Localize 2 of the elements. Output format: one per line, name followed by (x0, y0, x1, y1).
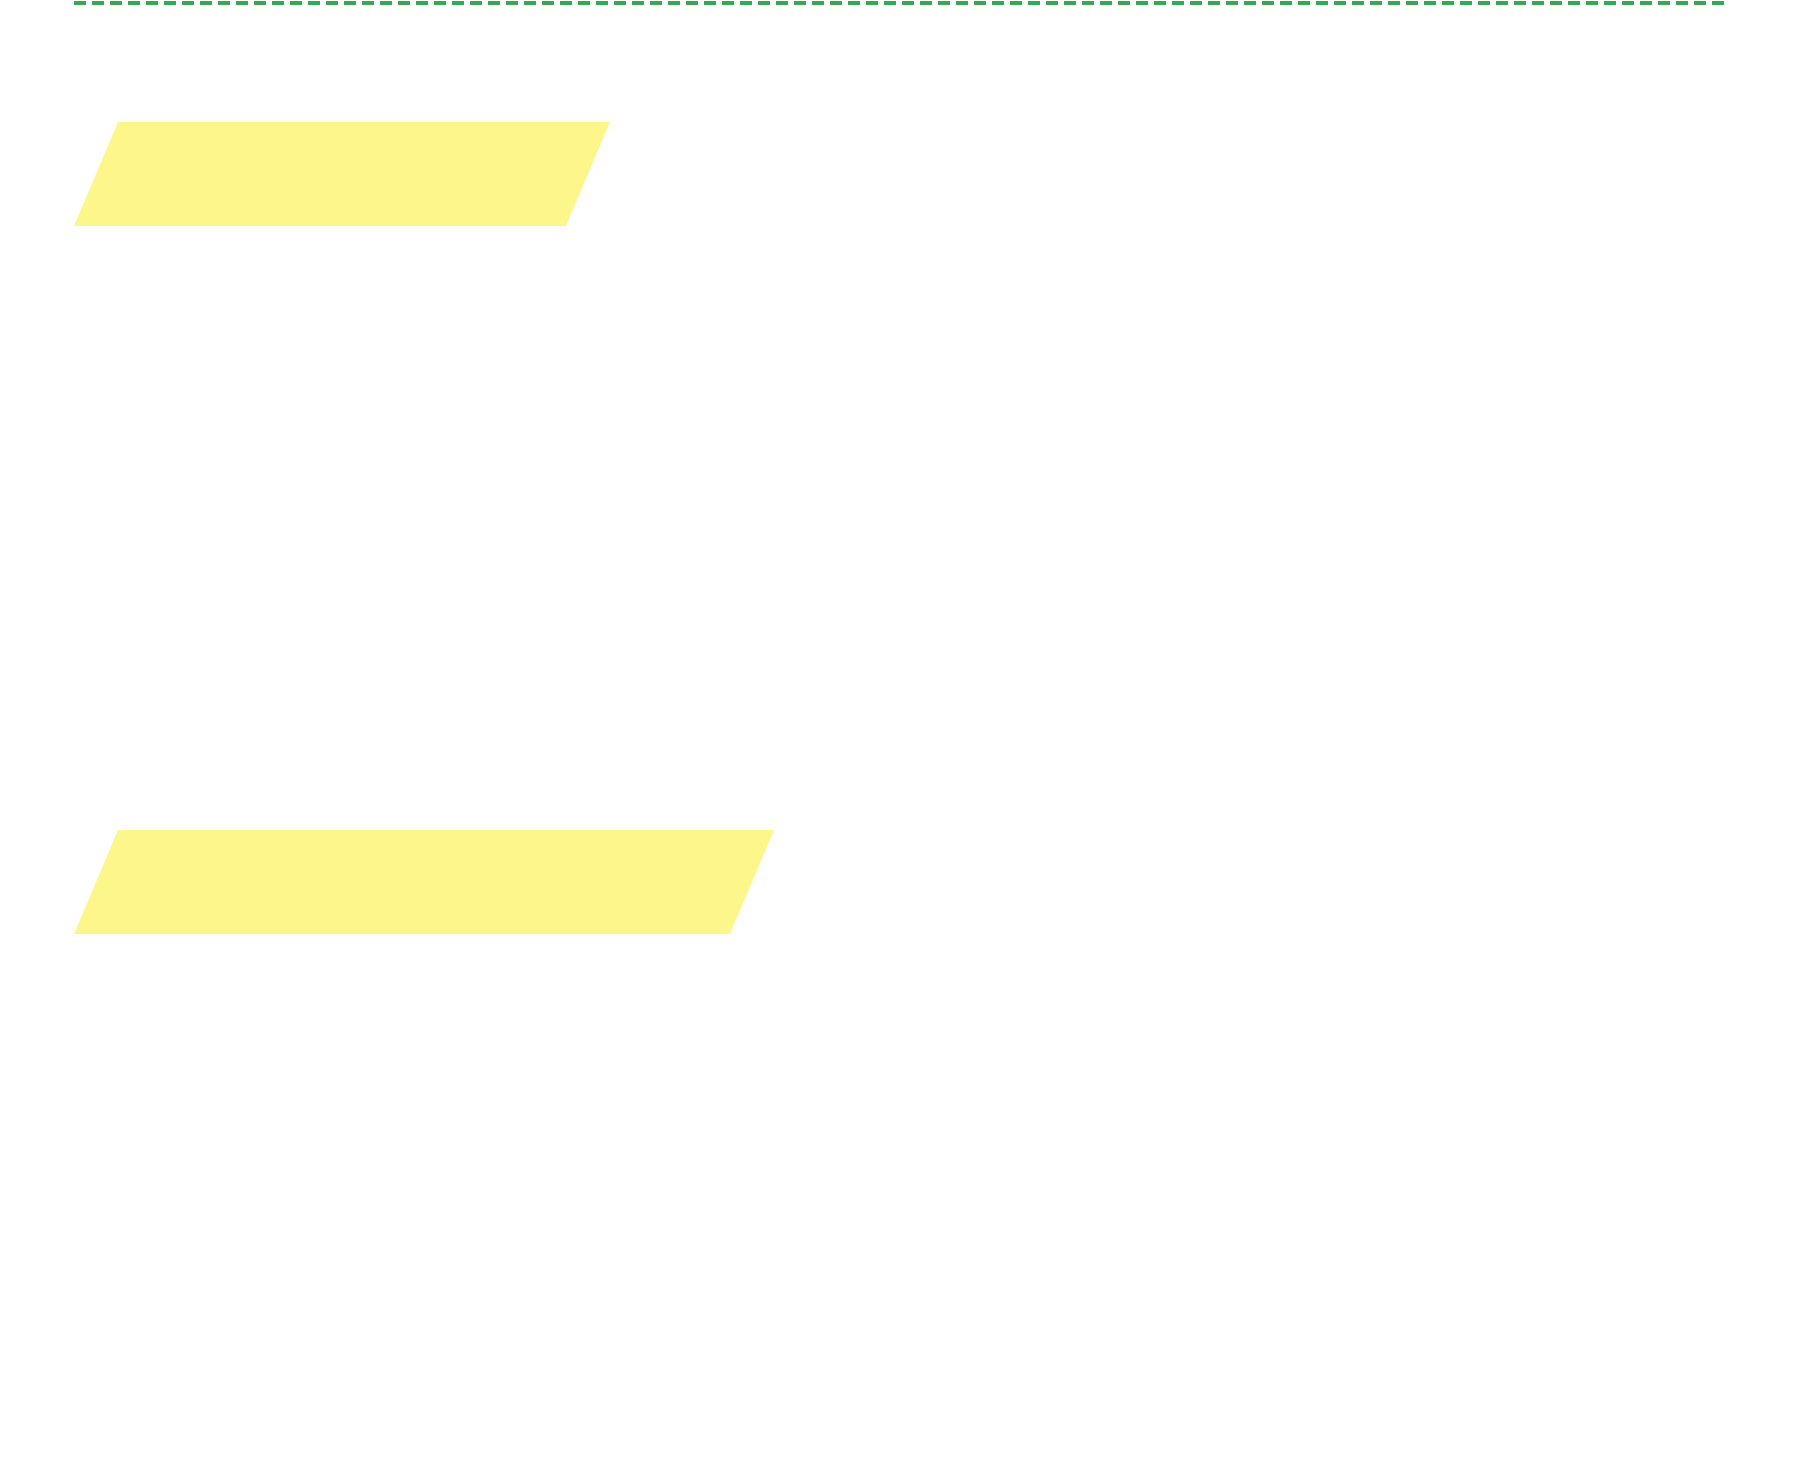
parallelogram-shape (74, 122, 610, 226)
parallelogram-shape (74, 830, 774, 934)
